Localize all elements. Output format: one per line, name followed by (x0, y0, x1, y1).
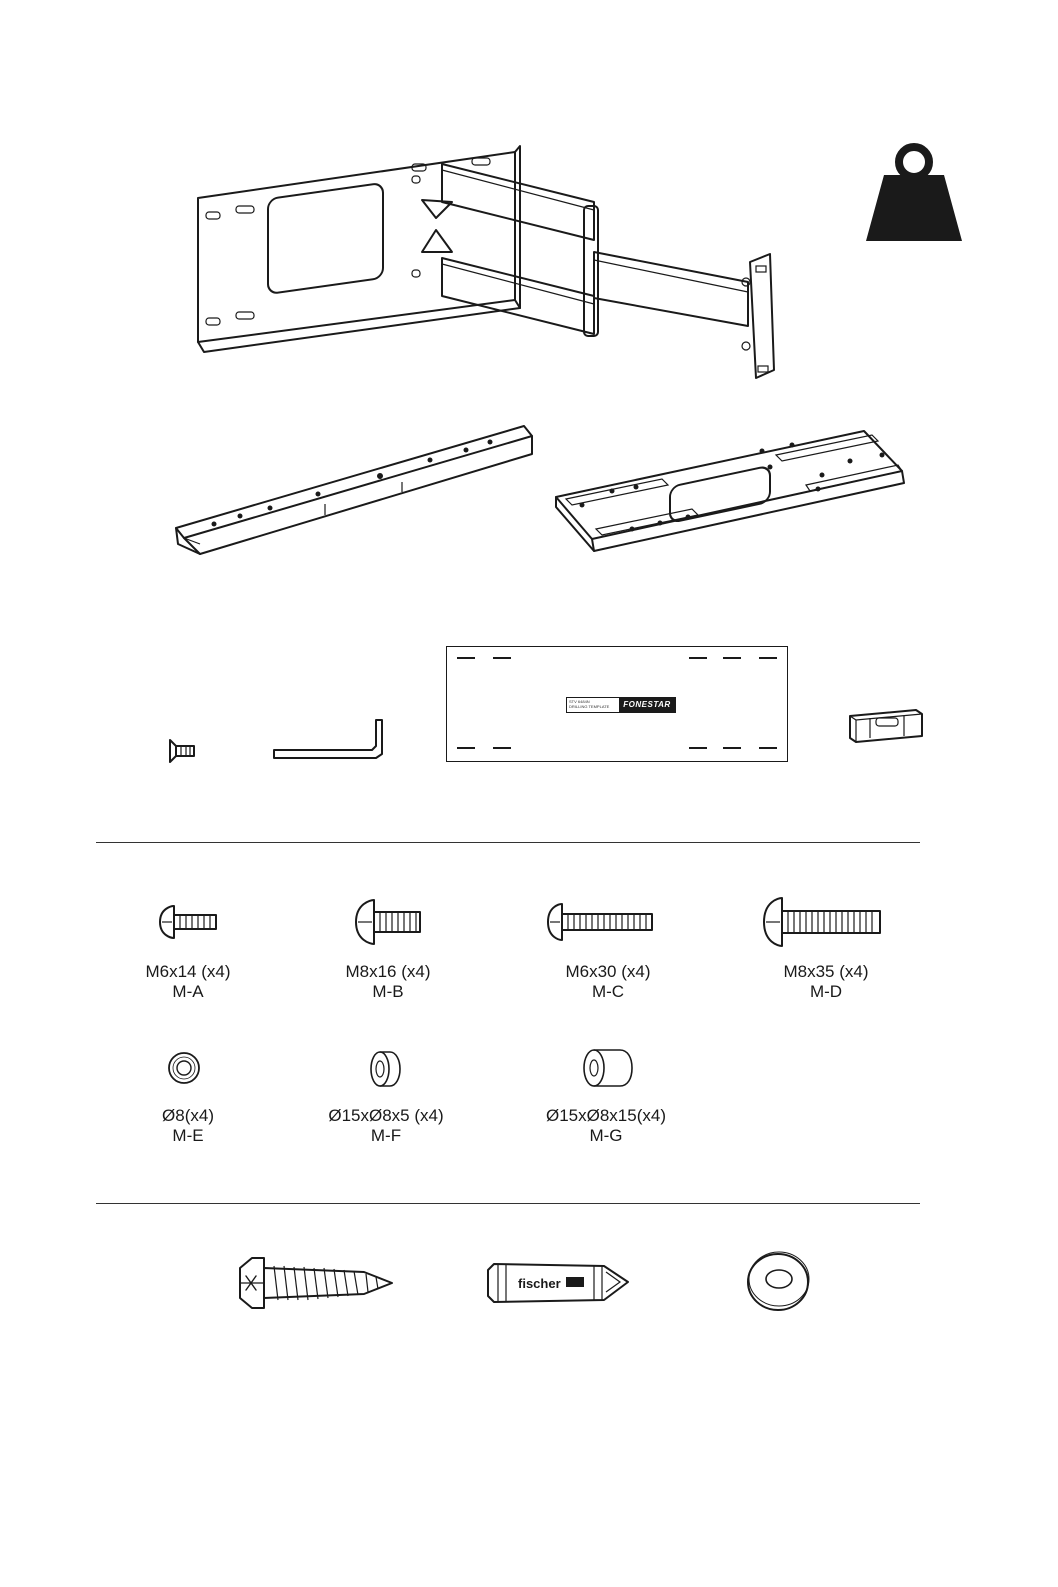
template-code-line2: DRILLING TEMPLATE (569, 704, 609, 709)
spacer-code: M-G (506, 1126, 706, 1146)
screw-size: M6x30 (565, 962, 616, 981)
screw-m-d-icon (760, 894, 884, 950)
screw-m-c-icon (544, 900, 656, 944)
spacer-qty: (x4) (637, 1106, 666, 1125)
spacer-size: Ø15xØ8x15 (546, 1106, 637, 1125)
adapter-plate-icon (552, 425, 912, 560)
spacer-size: Ø8 (162, 1106, 185, 1125)
screw-qty: (x4) (201, 962, 230, 981)
spacer-code: M-E (88, 1126, 288, 1146)
bubble-level-icon (846, 704, 926, 746)
spacer-qty: (x4) (185, 1106, 214, 1125)
screw-m-a-icon (156, 902, 220, 942)
screw-qty: (x4) (839, 962, 868, 981)
screw-code: M-B (288, 982, 488, 1002)
template-brand: FONESTAR (619, 698, 675, 712)
flat-head-screw-icon (164, 736, 198, 766)
divider-bottom (96, 1203, 920, 1204)
spacer-m-f-icon (366, 1048, 406, 1090)
label-m-a: M6x14 (x4) M-A (88, 962, 288, 1002)
wall-mount-arm-icon (190, 140, 790, 395)
screw-code: M-A (88, 982, 288, 1002)
screw-size: M8x35 (783, 962, 834, 981)
anchor-brand: fischer (518, 1276, 561, 1291)
label-m-e: Ø8(x4) M-E (88, 1106, 288, 1146)
lag-bolt-icon (234, 1254, 398, 1312)
label-m-b: M8x16 (x4) M-B (288, 962, 488, 1002)
screw-qty: (x4) (621, 962, 650, 981)
label-m-d: M8x35 (x4) M-D (726, 962, 926, 1002)
spacer-code: M-F (286, 1126, 486, 1146)
washer-icon (744, 1248, 814, 1314)
label-m-c: M6x30 (x4) M-C (508, 962, 708, 1002)
vesa-rail-icon (170, 420, 535, 560)
spacer-size: Ø15xØ8x5 (328, 1106, 409, 1125)
label-m-g: Ø15xØ8x15(x4) M-G (506, 1106, 706, 1146)
spacer-m-g-icon (580, 1046, 636, 1090)
divider-top (96, 842, 920, 843)
template-label: STV 6484N DRILLING TEMPLATE FONESTAR (566, 697, 676, 713)
screw-size: M8x16 (345, 962, 396, 981)
screw-code: M-D (726, 982, 926, 1002)
allen-key-icon (272, 716, 388, 760)
screw-m-b-icon (352, 896, 424, 948)
screw-size: M6x14 (145, 962, 196, 981)
spacer-qty: (x4) (414, 1106, 443, 1125)
screw-qty: (x4) (401, 962, 430, 981)
weight-icon (862, 142, 966, 244)
label-m-f: Ø15xØ8x5 (x4) M-F (286, 1106, 486, 1146)
screw-code: M-C (508, 982, 708, 1002)
washer-m-e-icon (166, 1050, 202, 1086)
template-code: STV 6484N DRILLING TEMPLATE (567, 698, 619, 712)
drilling-template: STV 6484N DRILLING TEMPLATE FONESTAR (446, 646, 788, 762)
wall-plug-icon: fischer (484, 1260, 634, 1306)
